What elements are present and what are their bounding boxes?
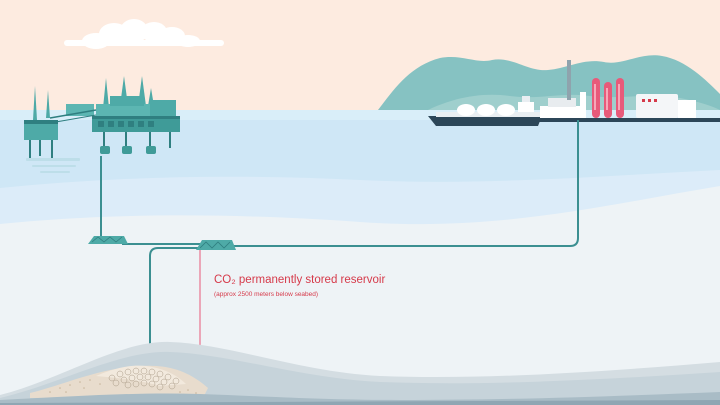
sea-surface-shine <box>0 110 720 120</box>
subsea-template-right <box>196 240 236 250</box>
co2-carrier-ship <box>428 96 542 126</box>
reservoir-sand-dots <box>49 379 197 394</box>
offshore-platform <box>24 76 180 158</box>
rock-layer-bottom <box>0 400 720 405</box>
onshore-terminal <box>536 60 720 122</box>
co2-reservoir-highlight <box>96 365 186 386</box>
subsea-template-left <box>88 236 128 244</box>
pipelines <box>100 120 579 368</box>
callout-subtitle: (approx 2500 meters below seabed) <box>214 291 319 298</box>
cloud <box>64 19 224 49</box>
reservoir-rock-texture <box>108 367 180 391</box>
platform-reflection <box>26 158 80 173</box>
callout-title: CO₂ permanently stored reservoir <box>214 274 386 286</box>
